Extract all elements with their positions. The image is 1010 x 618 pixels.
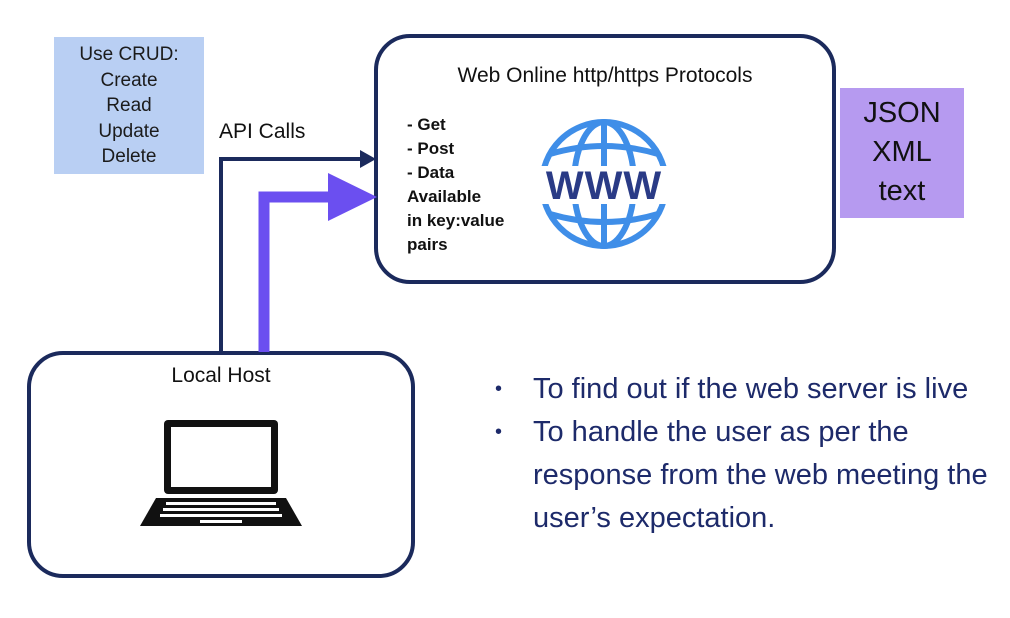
format-text: text (878, 175, 926, 207)
method-data: - Data (407, 163, 455, 182)
bullet-text: To handle the user as per the response f… (533, 416, 988, 534)
api-calls-label: API Calls (219, 120, 306, 143)
request-arrow (258, 173, 377, 352)
bullet-dot-icon: • (495, 378, 503, 400)
crud-item-create: Create (100, 69, 158, 91)
api-call-arrow (219, 150, 376, 352)
crud-item-update: Update (98, 120, 160, 142)
globe-text-backdrop (536, 166, 672, 204)
bullet-item: • To handle the user as per the response… (493, 411, 1003, 540)
crud-item-read: Read (106, 95, 152, 116)
bullet-item: • To find out if the web server is live (493, 368, 1003, 411)
crud-note: Use CRUD: Create Read Update Delete (54, 37, 204, 174)
method-key-value: in key:value (407, 211, 505, 230)
local-host-title: Local Host (171, 364, 271, 387)
method-pairs: pairs (407, 235, 448, 254)
web-online-title: Web Online http/https Protocols (457, 64, 753, 87)
format-xml: XML (872, 136, 932, 168)
crud-title: Use CRUD: (79, 44, 179, 65)
format-json: JSON (863, 97, 941, 129)
crud-item-delete: Delete (101, 146, 157, 167)
laptop-icon (140, 420, 302, 526)
method-get: - Get (407, 115, 446, 134)
data-formats-box: JSON XML text (840, 88, 964, 218)
http-methods-list: - Get - Post - Data Available in key:val… (407, 113, 504, 257)
www-text: WWW (546, 164, 662, 208)
method-available: Available (407, 187, 482, 206)
bullet-text: To find out if the web server is live (533, 373, 969, 405)
method-post: - Post (407, 139, 455, 158)
bullet-dot-icon: • (495, 421, 503, 443)
purpose-bullet-list: • To find out if the web server is live … (493, 368, 1003, 540)
